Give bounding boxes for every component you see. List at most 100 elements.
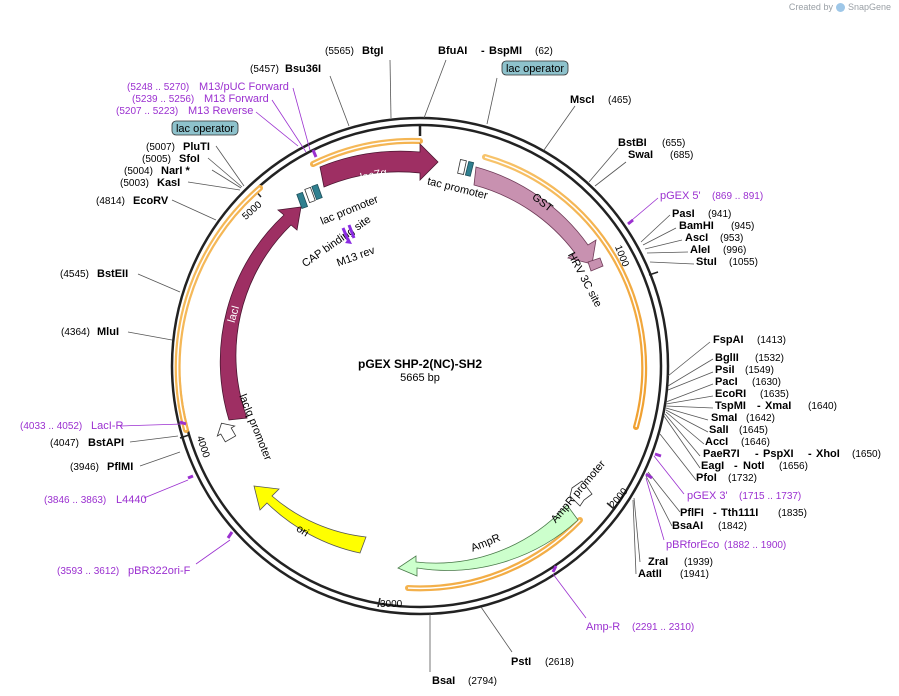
lacz-alpha-arrow[interactable]: [319, 143, 439, 188]
cap-binding-site-box[interactable]: [311, 183, 323, 201]
enzyme-psii[interactable]: PsiI (1549): [715, 364, 774, 376]
enzyme-psti[interactable]: PstI (2618): [511, 656, 574, 668]
enzyme-bsu36i[interactable]: (5457) Bsu36I: [250, 63, 321, 75]
enzyme-swai-pos: (685): [670, 150, 693, 161]
tick-mark-4000: [179, 434, 190, 439]
enzyme-smai[interactable]: SmaI (1642): [711, 412, 775, 424]
enzyme-eagi[interactable]: EagI - NotI (1656): [701, 460, 808, 472]
enzyme-paer7i-name: PaeR7I: [703, 448, 740, 460]
enzyme-ecori-name: EcoRI: [715, 388, 746, 400]
enzyme-ecorv[interactable]: (4814) EcoRV: [96, 195, 169, 207]
primer-pgex-3[interactable]: pGEX 3' (1715 .. 1737): [687, 490, 801, 502]
enzyme-sali-pos: (1645): [739, 425, 768, 436]
enzyme-ecori-pos: (1635): [760, 389, 789, 400]
primer-pbrforeco[interactable]: pBRforEco (1882 .. 1900): [666, 539, 786, 551]
credit-brand: SnapGene: [847, 2, 891, 12]
enzyme-alei-name: AleI: [690, 244, 710, 256]
primer-m13-reverse[interactable]: (5207 .. 5223) M13 Reverse: [116, 105, 253, 117]
snapgene-credit: Created by SnapGene: [789, 2, 891, 12]
primer-pgex5-pos: (869 .. 891): [712, 191, 763, 202]
enzyme-paci[interactable]: PacI (1630): [715, 376, 781, 388]
enzyme-nari[interactable]: (5004) NarI *: [124, 165, 190, 177]
enzyme-acci[interactable]: AccI (1646): [705, 436, 770, 448]
enzyme-mlui[interactable]: (4364) MluI: [61, 326, 119, 338]
snapgene-logo-icon: [835, 2, 845, 12]
enzyme-pluti[interactable]: (5007) PluTI: [146, 141, 210, 153]
laci-arrow[interactable]: [219, 206, 302, 421]
ampr-arrow[interactable]: [397, 504, 579, 577]
enzyme-xmai-name: XmaI: [765, 400, 791, 412]
primer-site-marks: [179, 149, 662, 573]
enzyme-bglii[interactable]: BglII (1532): [715, 352, 784, 364]
enzyme-smai-name: SmaI: [711, 412, 737, 424]
ori-arrow[interactable]: [253, 485, 367, 554]
lac-promoter-box[interactable]: [304, 186, 316, 204]
enzyme-asci[interactable]: AscI (953): [685, 232, 743, 244]
enzyme-paer7i-pos: (1650): [852, 449, 881, 460]
enzyme-paer7i[interactable]: PaeR7I - PspXI - XhoI (1650): [703, 448, 881, 460]
enzyme-zrai[interactable]: ZraI (1939): [648, 556, 713, 568]
enzyme-psii-pos: (1549): [745, 365, 774, 376]
enzyme-sali[interactable]: SalI (1645): [709, 424, 768, 436]
enzyme-fspai[interactable]: FspAI (1413): [713, 334, 786, 346]
lac-operator-tag-top[interactable]: lac operator: [501, 60, 569, 76]
enzyme-bsteii[interactable]: (4545) BstEII: [60, 268, 128, 280]
m13-rev-primer-marks[interactable]: [341, 224, 356, 241]
enzyme-sfoi-name: SfoI: [179, 153, 200, 165]
primer-laci-r[interactable]: (4033 .. 4052) LacI-R: [20, 420, 123, 432]
enzyme-bfuai[interactable]: BfuAI - BspMI (62): [438, 45, 553, 57]
enzyme-sfoi[interactable]: (5005) SfoI: [142, 153, 200, 165]
enzyme-alei[interactable]: AleI (996): [690, 244, 746, 256]
enzyme-pasi[interactable]: PasI (941): [672, 208, 731, 220]
orange-arc-ampr-inner: [407, 519, 581, 590]
primer-amp-r[interactable]: Amp-R (2291 .. 2310): [586, 621, 694, 633]
enzyme-ecori[interactable]: EcoRI (1635): [715, 388, 789, 400]
enzyme-asci-pos: (953): [720, 233, 743, 244]
primer-pgex-5[interactable]: pGEX 5' (869 .. 891): [660, 190, 763, 202]
enzyme-btgi[interactable]: (5565) BtgI: [325, 45, 383, 57]
lac-operator-left-box[interactable]: [296, 191, 309, 210]
enzyme-bglii-pos: (1532): [755, 353, 784, 364]
enzyme-tspmi[interactable]: TspMI - XmaI (1640): [715, 400, 837, 412]
enzyme-bamhi[interactable]: BamHI (945): [679, 220, 754, 232]
enzyme-bsaai[interactable]: BsaAI (1842): [672, 520, 747, 532]
enzyme-pflmi-pos: (3946): [70, 462, 99, 473]
primer-pgex3-pos: (1715 .. 1737): [739, 491, 801, 502]
enzyme-tspmi-name: TspMI: [715, 400, 746, 412]
enzyme-zrai-pos: (1939): [684, 557, 713, 568]
enzyme-bstbi[interactable]: BstBI (655): [618, 137, 685, 149]
enzyme-swai-name: SwaI: [628, 149, 653, 161]
hrv-3c-site-box[interactable]: [587, 257, 604, 272]
enzyme-pflmi[interactable]: (3946) PflMI: [70, 461, 133, 473]
primer-m13-puc-forward[interactable]: (5248 .. 5270) M13/pUC Forward: [127, 81, 289, 93]
lacz-alpha-label: lacZα: [359, 166, 389, 184]
lac-operator-top-box[interactable]: [464, 160, 475, 177]
enzyme-eagi-sep: -: [734, 460, 738, 472]
ampr-promoter-label: AmpR promoter: [549, 458, 608, 525]
enzyme-eagi-pos: (1656): [779, 461, 808, 472]
enzyme-aatii[interactable]: AatII (1941): [638, 568, 709, 580]
tick-mark-3000: [377, 597, 381, 608]
enzyme-bstapi-pos: (4047): [50, 438, 79, 449]
plasmid-length: 5665 bp: [400, 372, 440, 384]
enzyme-stui[interactable]: StuI (1055): [696, 256, 758, 268]
enzyme-stui-name: StuI: [696, 256, 717, 268]
ampr-promoter-arrow[interactable]: [569, 480, 593, 507]
primer-l4440[interactable]: (3846 .. 3863) L4440: [44, 494, 147, 506]
enzyme-bstapi[interactable]: (4047) BstAPI: [50, 437, 124, 449]
enzyme-pfoi[interactable]: PfoI (1732): [696, 472, 757, 484]
primer-m13-forward[interactable]: (5239 .. 5256) M13 Forward: [132, 93, 269, 105]
enzyme-nari-pos: (5004): [124, 166, 153, 177]
tac-promoter-box[interactable]: [457, 159, 467, 175]
enzyme-pfoi-pos: (1732): [728, 473, 757, 484]
enzyme-pflfi[interactable]: PflFI - Tth111I (1835): [680, 507, 807, 519]
enzyme-msci[interactable]: MscI (465): [570, 94, 631, 106]
lac-operator-tag-left[interactable]: lac operator: [171, 120, 239, 136]
laci-label: lacI: [226, 304, 242, 324]
laciq-promoter-arrow[interactable]: [213, 418, 239, 444]
primer-pbr322ori-f[interactable]: (3593 .. 3612) pBR322ori-F: [57, 565, 191, 577]
enzyme-bsai[interactable]: BsaI (2794): [432, 675, 497, 687]
enzyme-kasi[interactable]: (5003) KasI: [120, 177, 180, 189]
enzyme-ecorv-pos: (4814): [96, 196, 125, 207]
enzyme-swai[interactable]: SwaI (685): [628, 149, 693, 161]
